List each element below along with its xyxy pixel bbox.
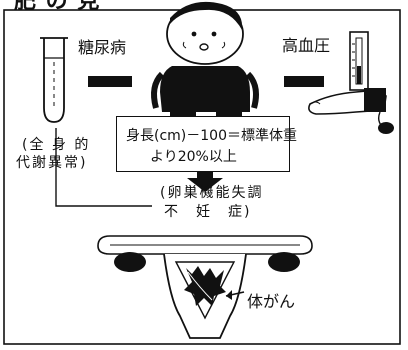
diabetes-label: 糖尿病	[78, 38, 127, 57]
systemic-label-line-1: (全 身 的	[22, 137, 91, 153]
systemic-label-line-2: 代謝異常)	[16, 155, 88, 171]
link-bar-left	[88, 76, 132, 87]
formula-line-2: より20%以上	[150, 149, 237, 165]
systemic-bracket-line	[55, 128, 152, 207]
ovulation-label-line-1: (卵巣機能失調	[160, 185, 264, 201]
ovulation-label-line-2: 不 妊 症)	[164, 204, 252, 220]
obese-figure-icon	[151, 1, 259, 120]
formula-box	[116, 116, 290, 172]
arm-cuff-icon	[308, 88, 394, 134]
down-arrow-upper	[187, 172, 223, 192]
blood-pressure-meter-icon	[349, 31, 369, 91]
page-title: 肥 の 見	[14, 0, 101, 14]
body-cancer-label: 体がん	[247, 292, 296, 311]
formula-line-1: 身長(cm)－100＝標準体重	[126, 128, 297, 144]
hypertension-label: 高血圧	[282, 36, 331, 55]
link-bar-right	[284, 76, 324, 87]
uterus-illustration	[97, 235, 313, 339]
test-tube-icon	[40, 37, 68, 123]
